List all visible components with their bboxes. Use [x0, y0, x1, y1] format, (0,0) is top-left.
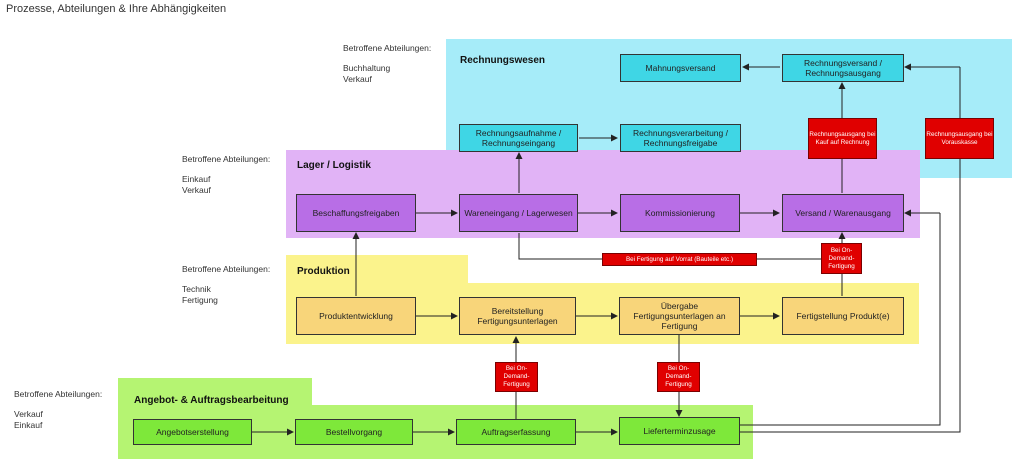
department-entry: Verkauf [182, 185, 211, 195]
departments-produktion: Betroffene Abteilungen: Technik Fertigun… [182, 264, 270, 306]
node-rechnungsverarbeitung: Rechnungsverarbeitung / Rechnungsfreigab… [620, 124, 741, 152]
node-versand: Versand / Warenausgang [782, 194, 904, 232]
departments-rechnungswesen: Betroffene Abteilungen: Buchhaltung Verk… [343, 43, 431, 85]
node-bestellvorgang: Bestellvorgang [295, 419, 413, 445]
departments-heading: Betroffene Abteilungen: [182, 154, 271, 164]
condition-on-demand-versand: Bei On-Demand-Fertigung [821, 243, 862, 274]
condition-on-demand-auftrag: Bei On-Demand-Fertigung [495, 362, 538, 392]
condition-vorauskasse: Rechnungsausgang bei Vorauskasse [925, 118, 994, 159]
departments-angebot: Betroffene Abteilungen: Verkauf Einkauf [14, 389, 102, 431]
department-entry: Technik [182, 284, 211, 294]
lane-produktion-tab [286, 255, 468, 285]
node-wareneingang: Wareneingang / Lagerwesen [459, 194, 578, 232]
arrow-liefer-vorauskasse [740, 178, 961, 433]
node-rechnungsaufnahme: Rechnungsaufnahme / Rechnungseingang [459, 124, 578, 152]
department-entry: Einkauf [182, 174, 211, 184]
departments-heading: Betroffene Abteilungen: [182, 264, 271, 274]
department-entry: Einkauf [14, 420, 43, 430]
lane-label-lager: Lager / Logistik [297, 160, 371, 171]
departments-heading: Betroffene Abteilungen: [343, 43, 432, 53]
node-rechnungsversand: Rechnungsversand / Rechnungsausgang [782, 54, 904, 82]
node-fertigstellung: Fertigstellung Produkt(e) [782, 297, 904, 335]
node-mahnungsversand: Mahnungsversand [620, 54, 741, 82]
condition-on-demand-liefertermin: Bei On-Demand-Fertigung [657, 362, 700, 392]
node-auftragserfassung: Auftragserfassung [456, 419, 576, 445]
diagram-title: Prozesse, Abteilungen & Ihre Abhängigkei… [6, 3, 227, 15]
lane-angebot-tab [118, 378, 312, 408]
department-entry: Fertigung [182, 295, 218, 305]
arrow-liefer-versand [740, 213, 941, 426]
node-beschaffungsfreigaben: Beschaffungsfreigaben [296, 194, 416, 232]
department-entry: Verkauf [14, 409, 43, 419]
condition-kauf-auf-rechnung: Rechnungsausgang bei Kauf auf Rechnung [808, 118, 877, 159]
node-lieferterminzusage: Lieferterminzusage [619, 417, 740, 445]
node-bereitstellung: Bereitstellung Fertigungsunterlagen [459, 297, 576, 335]
condition-fertigung-auf-vorrat: Bei Fertigung auf Vorrat (Bauteile etc.) [602, 253, 757, 266]
department-entry: Buchhaltung [343, 63, 391, 73]
departments-lager: Betroffene Abteilungen: Einkauf Verkauf [182, 154, 270, 196]
lane-label-produktion: Produktion [297, 266, 350, 277]
node-angebotserstellung: Angebotserstellung [133, 419, 252, 445]
node-produktentwicklung: Produktentwicklung [296, 297, 416, 335]
lane-label-angebot: Angebot- & Auftragsbearbeitung [134, 395, 289, 406]
departments-heading: Betroffene Abteilungen: [14, 389, 103, 399]
node-kommissionierung: Kommissionierung [620, 194, 740, 232]
lane-label-rechnungswesen: Rechnungswesen [460, 55, 546, 66]
node-uebergabe: Übergabe Fertigungsunterlagen an Fertigu… [619, 297, 740, 335]
department-entry: Verkauf [343, 74, 372, 84]
